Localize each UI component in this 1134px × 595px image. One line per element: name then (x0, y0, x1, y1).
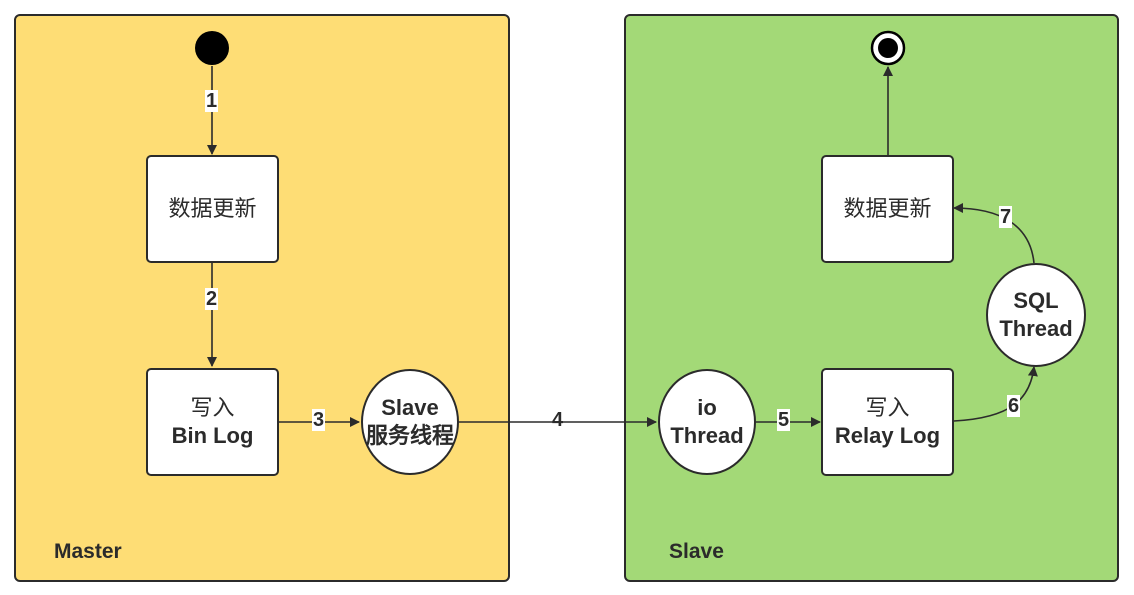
slave-data-update-box: 数据更新 (821, 155, 954, 263)
master-data-update-box: 数据更新 (146, 155, 279, 263)
edge-label-3: 3 (312, 409, 326, 431)
start-node-icon (195, 31, 229, 65)
master-panel (14, 14, 510, 582)
edge-6 (953, 366, 1038, 422)
edge-label-1: 1 (205, 90, 219, 112)
sql-thread-line2: Thread (999, 316, 1073, 341)
slave-service-thread-node: Slave 服务线程 (361, 369, 459, 475)
master-data-update-label: 数据更新 (168, 196, 257, 221)
io-thread-line2: Thread (670, 423, 744, 448)
slave-service-line1: Slave (381, 395, 439, 420)
write-binlog-line1: 写入 (190, 395, 235, 420)
sql-thread-node: SQL Thread (986, 263, 1086, 367)
slave-data-update-label: 数据更新 (843, 196, 932, 221)
write-relay-line1: 写入 (865, 395, 910, 420)
slave-service-line2: 服务线程 (365, 423, 454, 448)
end-node-icon (870, 30, 906, 66)
io-thread-node: io Thread (658, 369, 756, 475)
edge-7 (953, 203, 1035, 264)
write-binlog-line2: Bin Log (171, 423, 254, 448)
sql-thread-line1: SQL (1013, 288, 1059, 313)
write-relaylog-box: 写入 Relay Log (821, 368, 954, 476)
edge-label-5: 5 (777, 409, 791, 431)
slave-panel-label: Slave (669, 540, 724, 563)
edge-label-4: 4 (552, 409, 564, 431)
edge-label-2: 2 (205, 288, 219, 310)
write-relay-line2: Relay Log (834, 423, 941, 448)
edge-label-6: 6 (1007, 395, 1021, 417)
write-binlog-box: 写入 Bin Log (146, 368, 279, 476)
io-thread-line1: io (697, 395, 717, 420)
master-panel-label: Master (54, 540, 122, 563)
edge-label-7: 7 (999, 206, 1013, 228)
